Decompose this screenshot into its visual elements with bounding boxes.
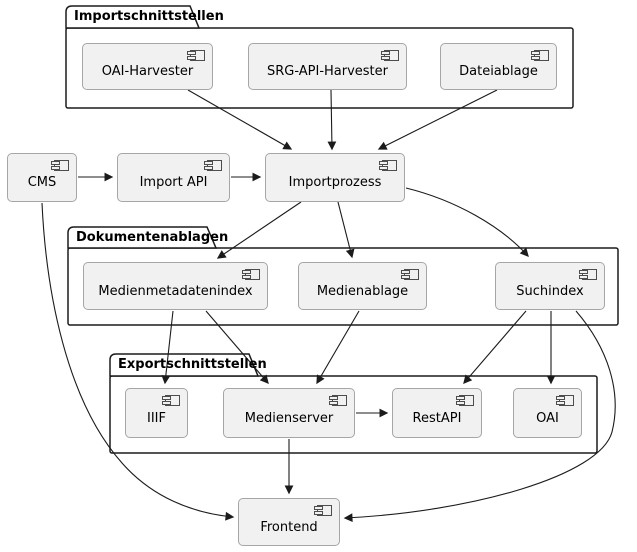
component-label: IIIF xyxy=(147,410,166,426)
component-icon xyxy=(329,395,347,406)
component-icon xyxy=(314,505,332,516)
edge-cms-to-frontend xyxy=(41,202,235,521)
component-label: Import API xyxy=(139,175,208,190)
component-medienmetadatenindex: Medienmetadatenindex xyxy=(83,262,268,310)
edge-importprozess-to-medienmetadatenindex xyxy=(216,201,302,259)
edge-importprozess-to-medienablage xyxy=(337,201,355,259)
component-icon xyxy=(204,160,222,171)
component-suchindex: Suchindex xyxy=(495,262,605,310)
package-title-exportschnittstellen: Exportschnittstellen xyxy=(118,357,267,372)
component-dateiablage: Dateiablage xyxy=(440,43,557,90)
component-icon xyxy=(379,160,397,171)
edge-dateiablage-to-importprozess xyxy=(377,89,498,150)
component-label: Medienserver xyxy=(244,410,334,426)
component-icon xyxy=(456,395,474,406)
component-iiif: IIIF xyxy=(125,388,188,438)
component-label: Suchindex xyxy=(516,283,584,299)
component-restapi: RestAPI xyxy=(392,388,482,438)
edge-suchindex-to-restapi xyxy=(463,310,527,385)
package-title-importschnittstellen: Importschnittstellen xyxy=(74,9,224,24)
component-cms: CMS xyxy=(7,153,77,202)
component-frontend: Frontend xyxy=(238,498,340,546)
edge-importprozess-to-suchindex xyxy=(405,187,529,257)
component-label: Medienablage xyxy=(316,283,409,299)
component-srg-api-harvester: SRG-API-Harvester xyxy=(248,43,407,90)
component-icon xyxy=(401,269,419,280)
component-icon xyxy=(187,50,205,61)
component-label: OAI-Harvester xyxy=(101,64,194,79)
component-icon xyxy=(556,395,574,406)
edge-medienablage-to-medienserver xyxy=(316,310,360,385)
component-import-api: Import API xyxy=(117,153,230,202)
component-label: OAI xyxy=(536,410,559,426)
edge-medienmetadatenindex-to-iiif xyxy=(161,310,174,385)
component-label: Dateiablage xyxy=(459,64,538,79)
component-label: Frontend xyxy=(260,519,318,535)
component-icon xyxy=(162,395,180,406)
component-icon xyxy=(242,269,260,280)
edge-oai-harvester-to-importprozess xyxy=(187,89,293,150)
component-label: RestAPI xyxy=(412,410,462,426)
component-icon xyxy=(51,160,69,171)
package-title-dokumentenablagen: Dokumentenablagen xyxy=(76,230,229,245)
component-medienablage: Medienablage xyxy=(298,262,427,310)
component-label: Medienmetadatenindex xyxy=(98,283,253,299)
component-importprozess: Importprozess xyxy=(265,153,405,202)
component-icon xyxy=(579,269,597,280)
edge-suchindex-to-frontend xyxy=(343,310,616,523)
edge-srg-api-harvester-to-importprozess xyxy=(327,89,337,151)
component-oai-harvester: OAI-Harvester xyxy=(82,43,213,90)
component-label: SRG-API-Harvester xyxy=(266,64,388,79)
edge-medienmetadatenindex-to-medienserver xyxy=(205,310,269,385)
component-icon xyxy=(531,50,549,61)
component-oai: OAI xyxy=(513,388,582,438)
component-label: CMS xyxy=(27,175,57,190)
component-medienserver: Medienserver xyxy=(223,388,355,438)
component-label: Importprozess xyxy=(288,175,382,190)
component-icon xyxy=(381,50,399,61)
